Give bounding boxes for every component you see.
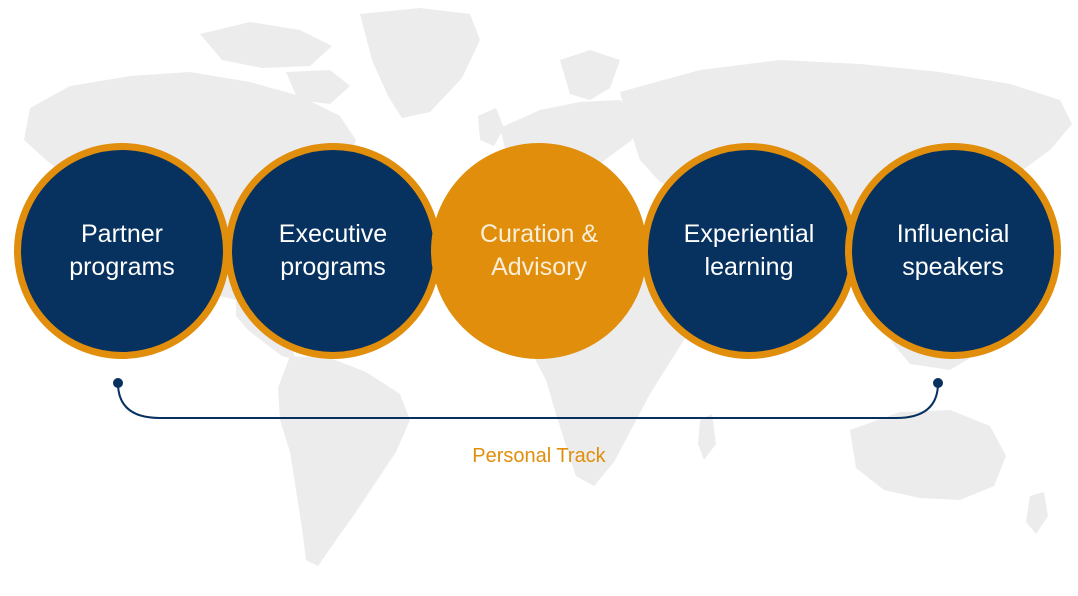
track-end-dot: [933, 378, 943, 388]
circle-experiential-learning: Experiential learning: [641, 143, 857, 359]
circle-label: Curation & Advisory: [479, 220, 599, 281]
circle-label: Partner programs: [69, 220, 175, 281]
circle-label: Experiential learning: [683, 220, 815, 281]
circle-label: Executive programs: [278, 220, 388, 281]
circle-executive-programs: Executive programs: [225, 143, 441, 359]
track-start-dot: [113, 378, 123, 388]
personal-track-label: Personal Track: [472, 445, 606, 467]
circle-curation-advisory: Curation & Advisory: [431, 143, 647, 359]
circle-influencial-speakers: Influencial speakers: [845, 143, 1061, 359]
circle-partner-programs: Partner programs: [14, 143, 230, 359]
circle-label: Influencial speakers: [896, 220, 1010, 281]
